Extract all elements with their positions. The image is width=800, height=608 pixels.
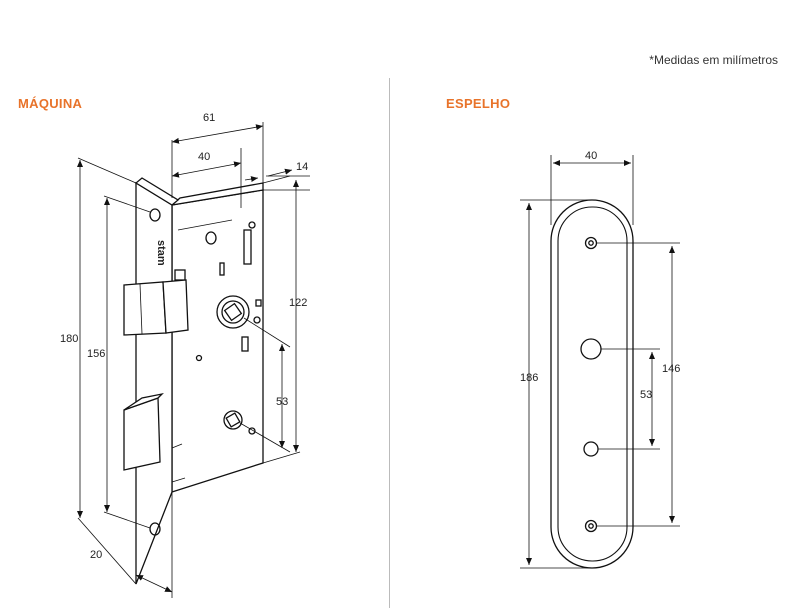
units-note: *Medidas em milímetros [649, 53, 778, 67]
dim-53-espelho: 53 [640, 389, 652, 401]
dim-180: 180 [60, 333, 78, 345]
handle-spindle-outer [216, 295, 250, 329]
key-spindle-outer [223, 410, 243, 430]
latch-bolt [123, 281, 167, 336]
case-hole [248, 427, 256, 435]
dim-186: 186 [520, 372, 538, 384]
dim-122: 122 [289, 297, 307, 309]
faceplate-screw-hole [149, 522, 161, 536]
key-spindle-square [225, 412, 241, 428]
latch-bolt-side [162, 279, 189, 334]
escutcheon-screw-hole-bottom [584, 519, 598, 533]
spindle-square [223, 302, 243, 322]
dim-53-maquina: 53 [276, 396, 288, 408]
escutcheon-drawing [550, 199, 634, 569]
case-hole [195, 354, 203, 362]
lock-body-drawing: stam [123, 177, 264, 585]
faceplate-edge [134, 177, 180, 206]
dim-156: 156 [87, 348, 105, 360]
lock-case [171, 189, 264, 493]
espelho-dimensions: 40 186 146 53 [520, 150, 680, 569]
case-hole [253, 316, 261, 324]
dead-bolt-top [123, 392, 164, 411]
dim-40-espelho: 40 [585, 150, 597, 162]
latch-slot [243, 229, 252, 265]
dim-40: 40 [198, 151, 210, 163]
case-hole [248, 221, 256, 229]
escutcheon-screw-hole-top [584, 236, 598, 250]
brand-text: stam [155, 240, 167, 266]
maquina-dimensions: 61 40 14 180 156 122 53 20 [60, 112, 310, 598]
panel-divider [389, 78, 390, 608]
faceplate-screw-hole [149, 208, 161, 222]
dead-bolt [123, 397, 161, 471]
section-title-espelho: ESPELHO [446, 96, 511, 111]
case-slot [219, 262, 225, 276]
dim-20: 20 [90, 549, 102, 561]
escutcheon-inner [557, 206, 628, 562]
case-hole [205, 231, 217, 245]
dim-146: 146 [662, 363, 680, 375]
section-title-maquina: MÁQUINA [18, 96, 83, 111]
escutcheon-outer [550, 199, 634, 569]
dim-14: 14 [296, 161, 308, 173]
case-slot [241, 336, 249, 352]
case-slot [255, 299, 262, 307]
dim-61: 61 [203, 112, 215, 124]
handle-spindle-inner [221, 300, 245, 324]
